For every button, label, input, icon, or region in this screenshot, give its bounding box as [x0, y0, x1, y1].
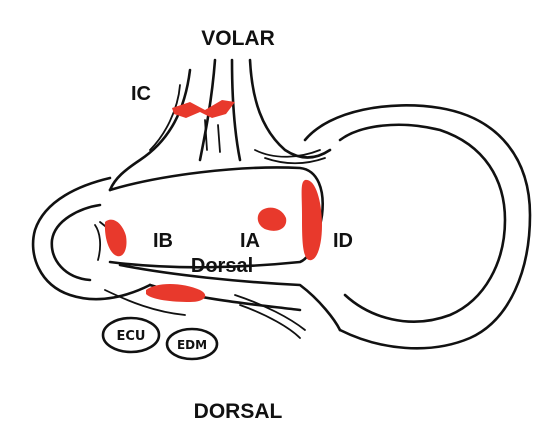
ia-label: IA — [240, 230, 260, 252]
volar-label: VOLAR — [201, 27, 275, 50]
dorsal-highlight — [146, 284, 206, 302]
ligament-highlights — [104, 100, 322, 302]
distal-bone-outline — [303, 104, 532, 350]
ib-highlight — [104, 219, 127, 257]
ic-label: IC — [131, 83, 151, 105]
id-highlight — [301, 179, 322, 261]
proximal-head-outline — [31, 176, 152, 301]
id-label: ID — [333, 230, 353, 252]
ib-label: IB — [153, 230, 173, 252]
ecu-oval — [101, 316, 161, 354]
ecu-label: ECU — [117, 329, 146, 344]
ia-highlight — [257, 207, 287, 231]
edm-label: EDM — [177, 338, 207, 352]
edm-oval — [165, 327, 219, 361]
dorsal-title-label: DORSAL — [194, 400, 283, 423]
ic-highlight — [172, 100, 235, 118]
dorsal-tendons — [104, 289, 306, 339]
dorsal-inner-label: Dorsal — [191, 255, 253, 277]
tendon-sections — [101, 316, 219, 361]
